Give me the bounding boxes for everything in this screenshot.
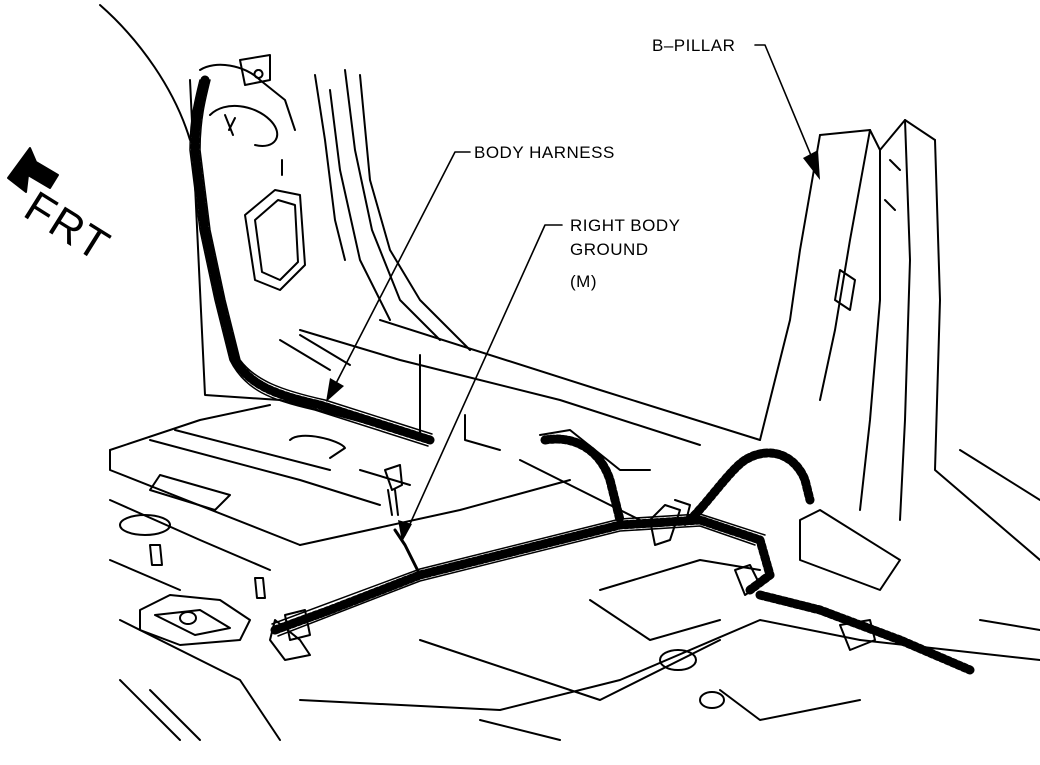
left-pillar-panel	[189, 54, 431, 441]
right-body-ground-label-line1: RIGHT BODY	[570, 216, 681, 235]
b-pillar	[759, 119, 1040, 591]
right-body-ground-code: (M)	[570, 272, 597, 291]
harness-connectors	[139, 499, 876, 661]
right-body-ground-leader	[404, 224, 563, 536]
floor-panel	[109, 404, 1040, 741]
right-body-ground-label-line2: GROUND	[570, 240, 649, 259]
ground-wire	[393, 528, 422, 577]
left-pillar-inner-lines	[314, 69, 471, 351]
b-pillar-label: B–PILLAR	[652, 36, 736, 55]
rear-wall-panel	[279, 319, 761, 451]
body-harness-label: BODY HARNESS	[474, 143, 615, 162]
b-pillar-leader	[754, 44, 816, 166]
roof-edge-curve	[99, 4, 191, 141]
harness-outlines	[189, 79, 766, 637]
front-arrow-icon	[7, 147, 59, 193]
body-harness-conduit	[190, 75, 975, 675]
mounting-studs	[149, 464, 403, 599]
leader-arrowheads	[326, 150, 820, 542]
leader-lines	[329, 44, 816, 536]
body-harness-leader	[329, 151, 471, 396]
